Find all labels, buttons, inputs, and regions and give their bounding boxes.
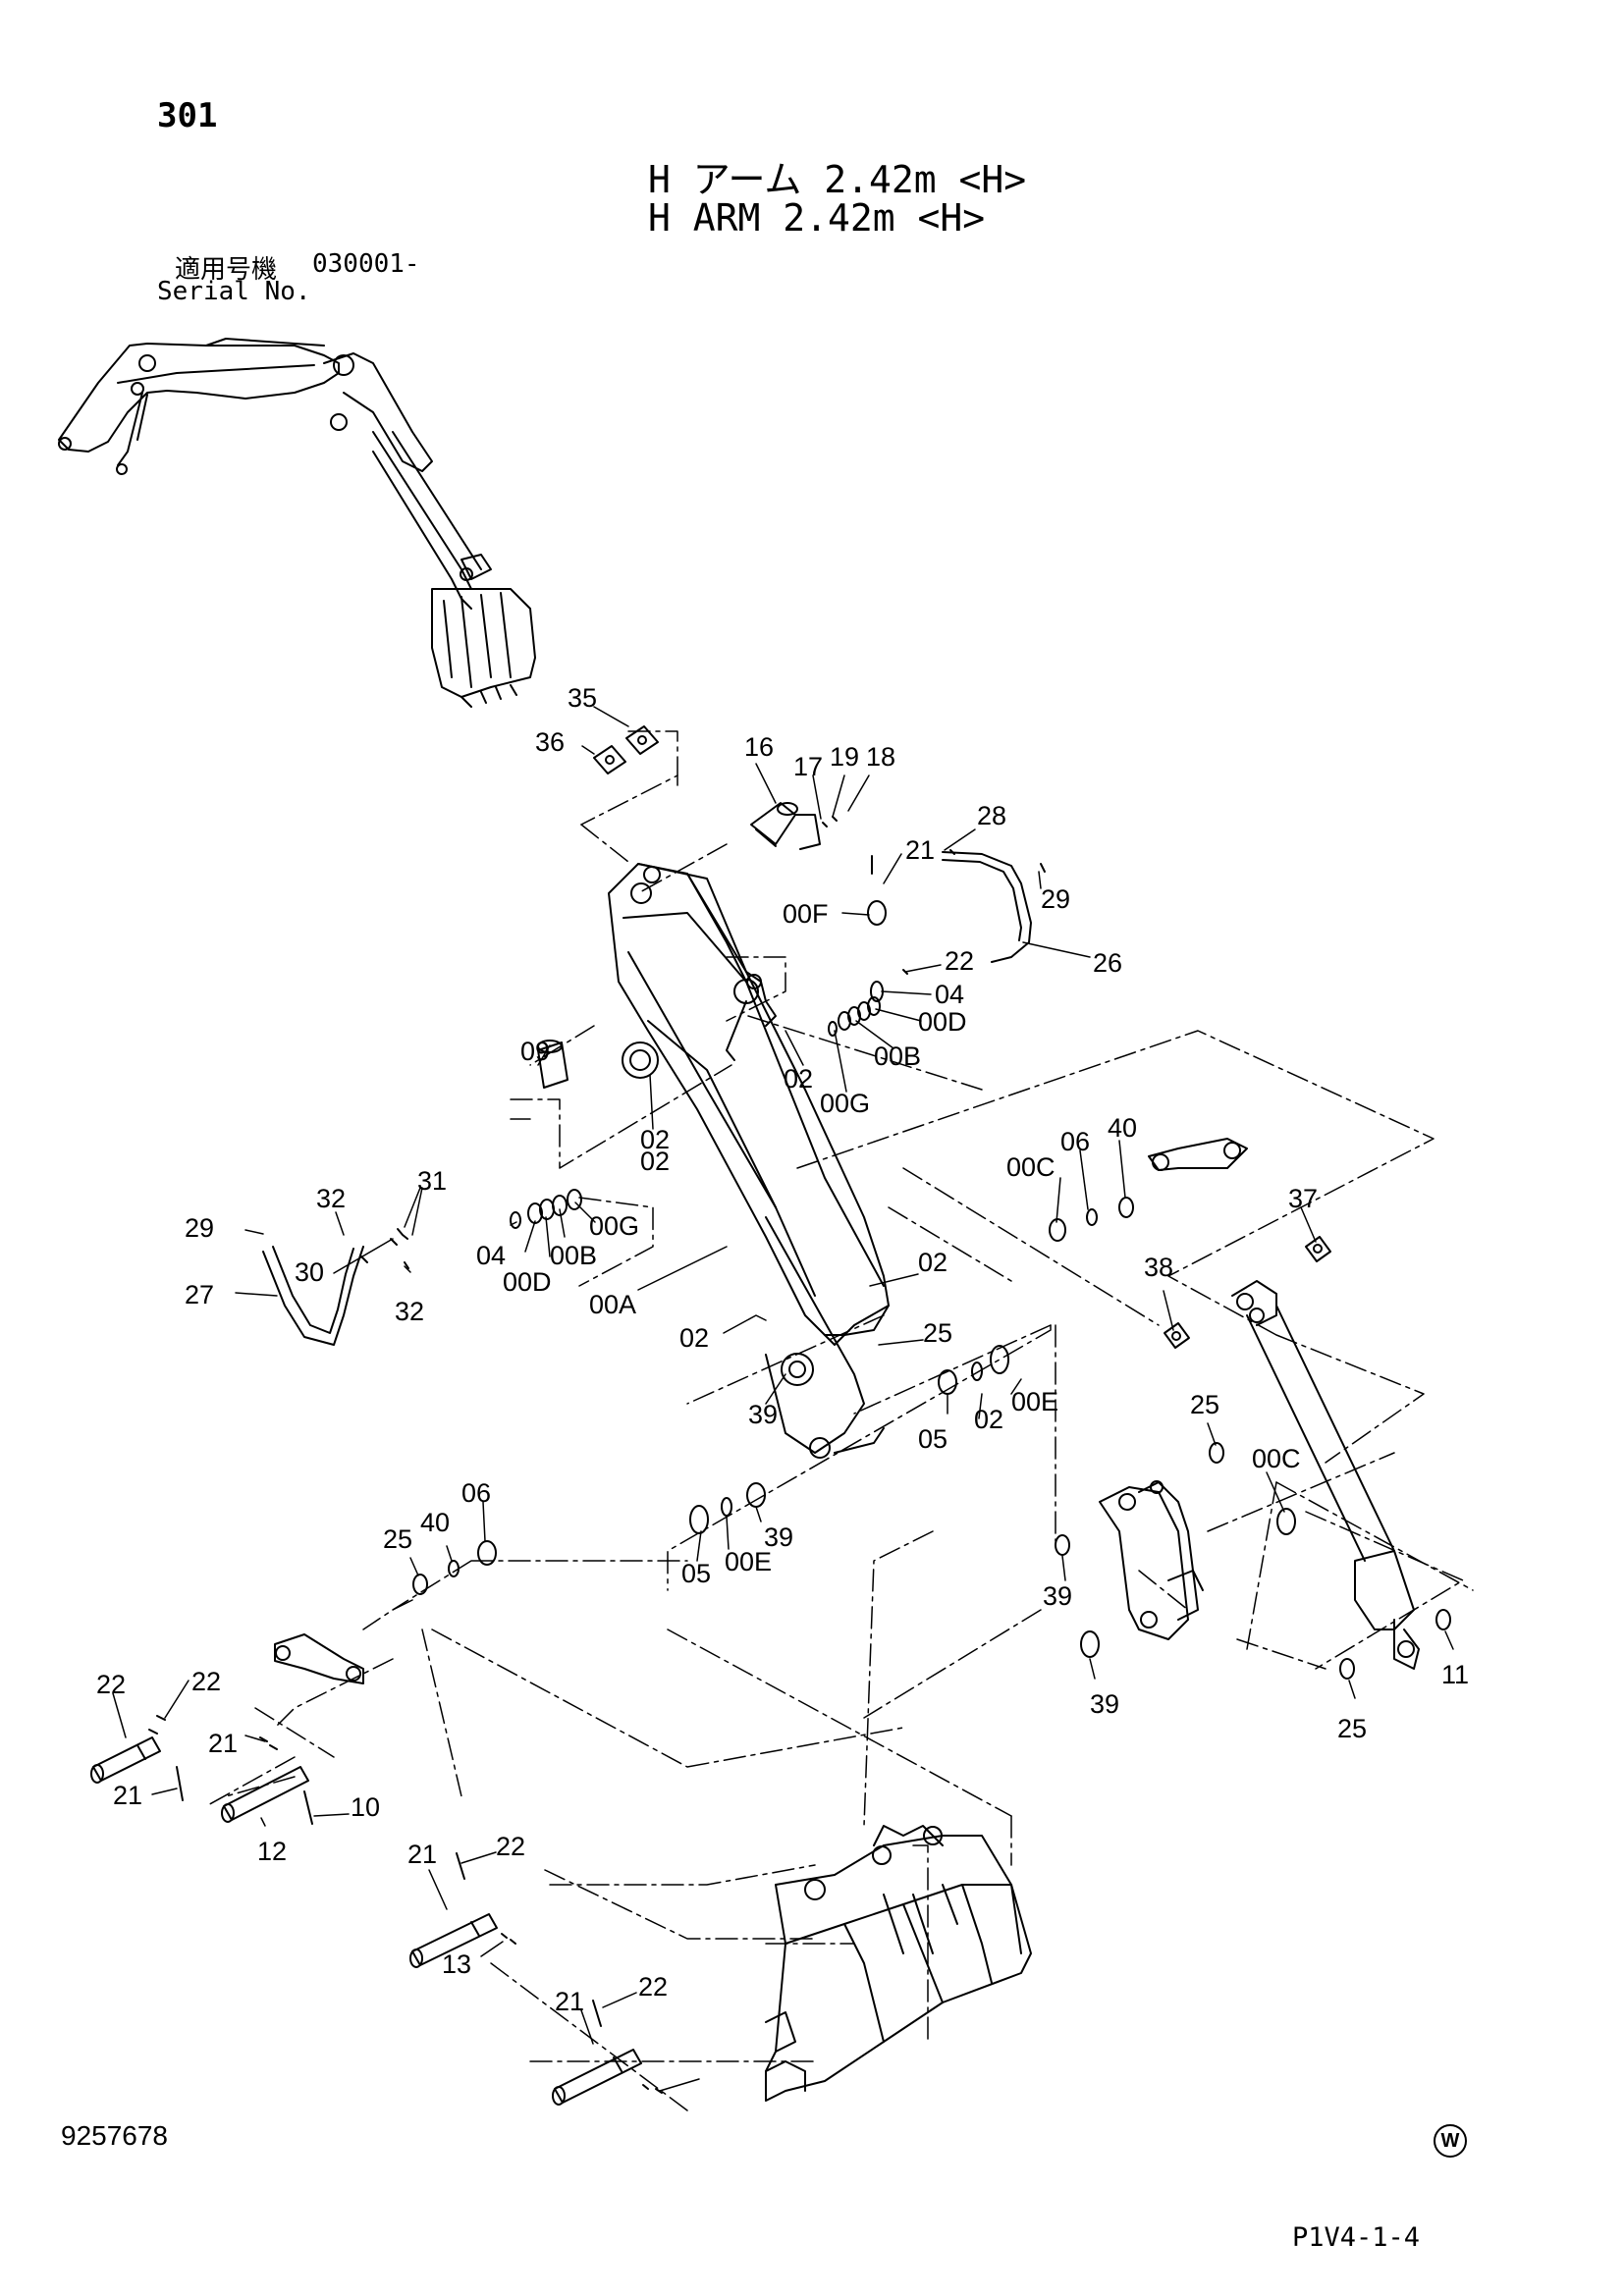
callout-label: 37 [1288,1184,1318,1213]
callout-label: 02 [974,1405,1003,1434]
callout-label: 02 [918,1248,947,1277]
callout-label: 27 [185,1280,214,1309]
pin-10 [221,1766,309,1823]
pin-16 [750,802,821,850]
callout-label: 22 [191,1667,221,1696]
callout-label: 04 [935,980,964,1009]
callout-label: 02 [679,1323,709,1353]
callout-label: 39 [764,1522,793,1552]
bucket-link-lower [274,1633,364,1684]
callout-label: 39 [748,1400,778,1429]
callout-label: 00B [550,1241,597,1270]
serial-range: 030001- [312,249,420,279]
arm-body [608,863,890,1459]
callout-label: 17 [793,752,823,781]
bucket [765,1825,1032,2102]
callout-label: 39 [1090,1689,1119,1719]
callout-label: 00G [589,1211,639,1241]
bucket-cylinder [1231,1280,1420,1670]
callout-label: 19 [830,742,859,772]
callout-leader-lines [112,706,1454,2092]
callout-label: 02 [640,1147,670,1176]
callout-label: 21 [905,835,935,865]
callout-label: 25 [383,1524,412,1554]
callout-label: 00B [874,1041,921,1071]
callout-label: 00E [725,1547,772,1576]
page-number: 301 [157,96,218,135]
callout-label: 00E [1011,1387,1058,1416]
callout-label: 02 [640,1125,670,1154]
callout-label: 21 [113,1781,142,1810]
title-japanese: H アーム 2.42m <H> [648,158,1027,201]
callout-label: 36 [535,727,565,757]
callout-label: 22 [96,1670,126,1699]
callout-label: 21 [208,1729,238,1758]
callout-label: 09 [520,1037,550,1066]
callout-label: 25 [1190,1390,1219,1419]
callout-label: 00A [589,1290,636,1319]
callout-label: 05 [681,1559,711,1588]
page-code: P1V4-1-4 [1292,2222,1421,2253]
pin-12 [409,1913,498,1968]
callout-label: 32 [395,1297,424,1326]
grease-hose-lower [262,1246,364,1346]
grease-hose-upper [942,851,1032,963]
callout-label: 16 [744,732,774,762]
arm-link-upper [1148,1138,1248,1171]
callout-label: 04 [476,1241,506,1270]
pin-11 [90,1736,161,1784]
callout-label: 32 [316,1184,346,1213]
excavator-overview-illustration [58,338,536,708]
callout-label: 38 [1144,1253,1173,1282]
callout-labels: 35 36 16 17 19 18 28 21 29 00F 26 22 04 … [96,683,1469,2016]
callout-label: 06 [1060,1127,1090,1156]
callout-label: 31 [417,1166,447,1196]
callout-label: 40 [1108,1113,1137,1143]
callout-label: 35 [568,683,597,713]
shim-plates [593,725,1331,1349]
callout-label: 29 [185,1213,214,1243]
callout-label: 00G [820,1089,870,1118]
h-link [1099,1480,1204,1640]
callout-label: 25 [1337,1714,1367,1743]
callout-label: 10 [351,1792,380,1822]
callout-label: 40 [420,1508,450,1537]
pin-09 [537,1040,568,1089]
callout-label: 00F [783,899,829,929]
callout-label: 00D [503,1267,552,1297]
callout-label: 00C [1006,1152,1056,1182]
callout-label: 28 [977,801,1006,830]
callout-label: 39 [1043,1581,1072,1611]
callout-label: 22 [496,1832,525,1861]
callout-label: 22 [945,946,974,976]
callout-label: 21 [407,1840,437,1869]
pin-13 [552,2049,642,2106]
callout-label: 25 [923,1318,952,1348]
assembly-guide-lines [205,730,1474,2111]
callout-label: 12 [257,1837,287,1866]
title-english: H ARM 2.42m <H> [648,196,986,240]
callout-label: 06 [461,1478,491,1508]
watermark-circle-w: W [1434,2124,1467,2158]
callout-label: 05 [918,1424,947,1454]
callout-label: 11 [1441,1660,1469,1689]
serial-label-english: Serial No. [157,277,311,306]
callout-label: 22 [638,1972,668,2002]
callout-label: 02 [784,1064,813,1094]
document-number: 9257678 [61,2120,169,2151]
callout-label: 29 [1041,884,1070,914]
bushings-and-seals [412,900,1451,1680]
callout-label: 00C [1252,1444,1301,1473]
callout-label: 00D [918,1007,967,1037]
callout-label: 26 [1093,948,1122,978]
callout-label: 13 [442,1949,471,1979]
callout-label: 21 [555,1987,584,2016]
callout-label: 30 [295,1257,324,1287]
serial-label-japanese: 適用号機 [175,255,278,285]
callout-label: 18 [866,742,895,772]
